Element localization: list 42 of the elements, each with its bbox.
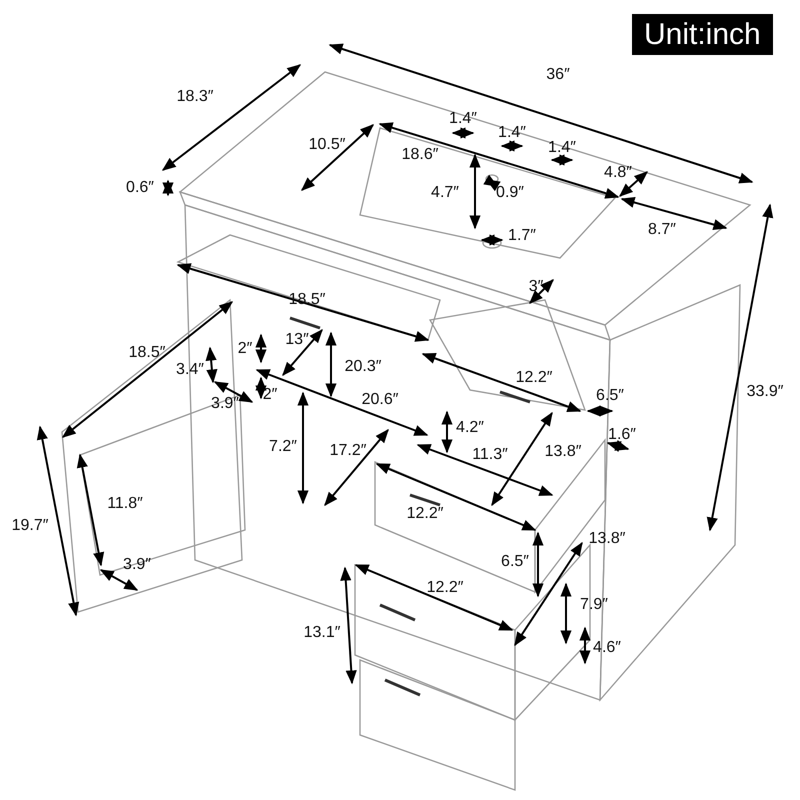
- dimension-label: 10.5″: [308, 137, 346, 153]
- dimension-label: 3.9″: [211, 396, 239, 412]
- dimension-label: 7.9″: [580, 597, 608, 613]
- dimension-label: 4.7″: [431, 185, 459, 201]
- dimension-label: 36″: [546, 67, 570, 83]
- dimension-label: 0.6″: [126, 180, 154, 196]
- dimension-label: 12.2″: [406, 506, 444, 522]
- dimension-label: 4.2″: [456, 420, 484, 436]
- dimension-label: 12.2″: [516, 370, 552, 386]
- dimension-label: 6.5″: [501, 554, 529, 570]
- dimension-label: 3.4″: [176, 362, 204, 378]
- dimension-label: 13.8″: [588, 531, 626, 547]
- dimension-label: 18.3″: [176, 89, 214, 105]
- dimension-label: 3″: [528, 279, 544, 295]
- dimension-label: 1.4″: [498, 125, 526, 141]
- dimension-label: 2″: [262, 387, 278, 403]
- dimension-label: 18.5″: [128, 345, 166, 361]
- dimension-label: 1.6″: [608, 427, 636, 443]
- dimension-label: 6.5″: [596, 388, 624, 404]
- dimension-label: 20.3″: [344, 359, 382, 375]
- dimension-label: 1.4″: [548, 140, 576, 156]
- dimension-label: 18.6″: [402, 147, 438, 163]
- dimension-label: 4.6″: [593, 640, 621, 656]
- dimension-label: 13″: [285, 332, 309, 348]
- dimension-label: 33.9″: [746, 384, 784, 400]
- dimension-label: 20.6″: [362, 392, 398, 408]
- dimension-label: 1.7″: [508, 228, 536, 244]
- dimension-label: 4.8″: [604, 165, 632, 181]
- dimension-label: 19.7″: [12, 518, 48, 534]
- dimension-label: 11.3″: [472, 447, 508, 463]
- dimension-label: 17.2″: [330, 443, 366, 459]
- dimension-label: 3.9″: [123, 557, 151, 573]
- dimension-label: 2″: [238, 341, 252, 357]
- dimension-label: 13.8″: [544, 444, 582, 460]
- dimension-label: 12.2″: [426, 580, 464, 596]
- dimension-label: 13.1″: [304, 625, 340, 641]
- dimension-label: 0.9″: [496, 185, 524, 201]
- dimension-label: 7.2″: [269, 439, 297, 455]
- dimension-label: 8.7″: [648, 222, 676, 238]
- dimension-label: 1.4″: [449, 111, 477, 127]
- dimension-label: 11.8″: [107, 496, 143, 512]
- unit-badge: Unit:inch: [632, 14, 773, 55]
